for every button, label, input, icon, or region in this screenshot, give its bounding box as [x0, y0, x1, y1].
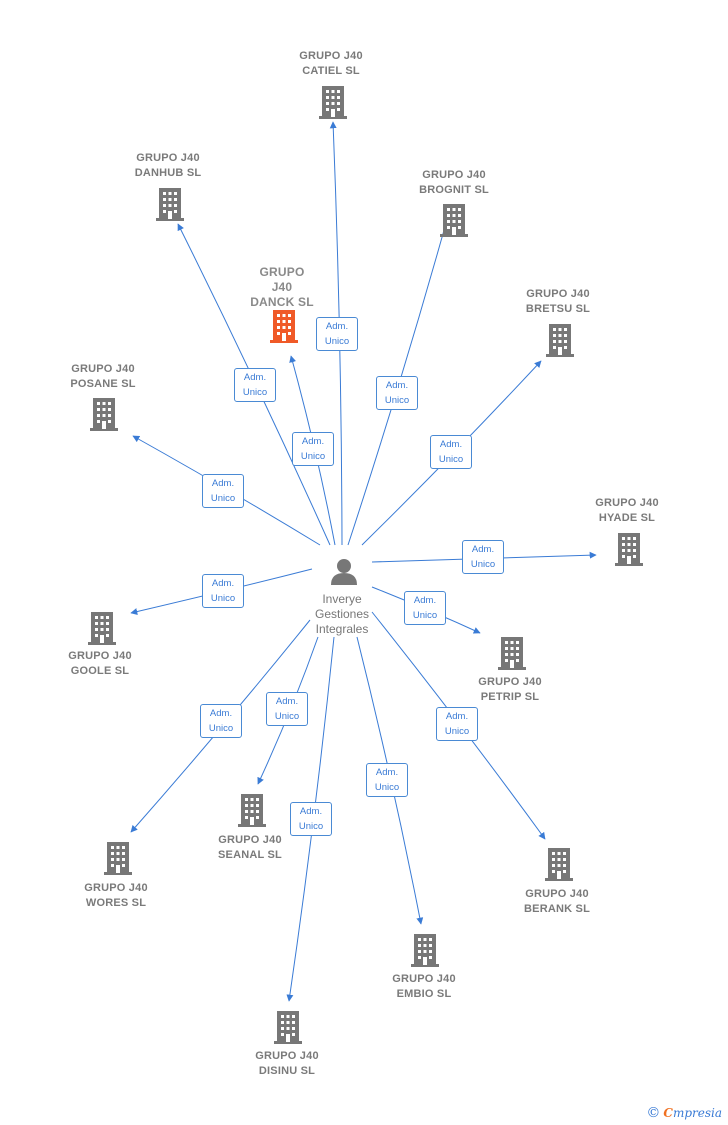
- edge-label-line: Unico: [438, 454, 464, 465]
- building-icon-danck[interactable]: [270, 310, 298, 343]
- edge-label-berank: Adm. Unico: [436, 707, 478, 741]
- center-node-label[interactable]: Inverye Gestiones Integrales: [314, 592, 370, 636]
- edge-label-line: Unico: [444, 726, 470, 737]
- edge-label-line: Adm.: [445, 711, 469, 722]
- edge-label-line: Unico: [210, 493, 236, 504]
- edge-label-embio: Adm. Unico: [366, 763, 408, 797]
- edge-label-line: Adm.: [325, 321, 349, 332]
- edge-label-bretsu: Adm. Unico: [430, 435, 472, 469]
- edge-label-line: Adm.: [471, 544, 495, 555]
- node-label-goole[interactable]: GRUPO J40 GOOLE SL: [68, 650, 132, 677]
- building-icon-seanal[interactable]: [238, 794, 266, 827]
- node-label-danck[interactable]: GRUPO J40 DANCK SL: [250, 265, 314, 309]
- brand-initial: C: [663, 1106, 673, 1120]
- edge-label-catiel: Adm. Unico: [316, 317, 358, 351]
- building-icon-danhub[interactable]: [156, 188, 184, 221]
- building-icon-catiel[interactable]: [319, 86, 347, 119]
- edge-label-line: Unico: [324, 336, 350, 347]
- edge-label-line: Adm.: [385, 380, 409, 391]
- brand-name: mpresia: [672, 1106, 722, 1120]
- edge-label-goole: Adm. Unico: [202, 574, 244, 608]
- watermark: ©Cmpresia: [646, 1105, 722, 1121]
- node-label-danhub[interactable]: GRUPO J40 DANHUB SL: [134, 152, 202, 179]
- node-label-disinu[interactable]: GRUPO J40 DISINU SL: [255, 1050, 319, 1077]
- edge-label-disinu: Adm. Unico: [290, 802, 332, 836]
- node-label-hyade[interactable]: GRUPO J40 HYADE SL: [595, 497, 659, 524]
- edge-label-petrip: Adm. Unico: [404, 591, 446, 625]
- edge-label-line: Adm.: [243, 372, 267, 383]
- node-label-seanal[interactable]: GRUPO J40 SEANAL SL: [218, 834, 282, 861]
- edge-label-line: Unico: [274, 711, 300, 722]
- edge-label-danck: Adm. Unico: [292, 432, 334, 466]
- edge-label-line: Adm.: [301, 436, 325, 447]
- edge-label-seanal: Adm. Unico: [266, 692, 308, 726]
- node-label-berank[interactable]: GRUPO J40 BERANK SL: [524, 888, 590, 915]
- edge-label-danhub: Adm. Unico: [234, 368, 276, 402]
- edge-label-line: Adm.: [211, 478, 235, 489]
- node-label-bretsu[interactable]: GRUPO J40 BRETSU SL: [525, 288, 591, 315]
- building-icon-goole[interactable]: [88, 612, 116, 645]
- edge-label-line: Unico: [208, 723, 234, 734]
- edge-label-line: Unico: [210, 593, 236, 604]
- edge-label-line: Unico: [374, 782, 400, 793]
- edge-label-line: Adm.: [209, 708, 233, 719]
- edge-label-line: Unico: [242, 387, 268, 398]
- edge-label-line: Adm.: [299, 806, 323, 817]
- edge-label-line: Unico: [298, 821, 324, 832]
- edge-label-wores: Adm. Unico: [200, 704, 242, 738]
- edge-label-line: Unico: [300, 451, 326, 462]
- edge-label-brognit: Adm. Unico: [376, 376, 418, 410]
- edge-label-line: Adm.: [375, 767, 399, 778]
- node-label-petrip[interactable]: GRUPO J40 PETRIP SL: [478, 676, 542, 703]
- building-icon-bretsu[interactable]: [546, 324, 574, 357]
- edge-label-hyade: Adm. Unico: [462, 540, 504, 574]
- node-label-wores[interactable]: GRUPO J40 WORES SL: [84, 882, 148, 909]
- building-icon-wores[interactable]: [104, 842, 132, 875]
- edge-label-line: Unico: [470, 559, 496, 570]
- building-icon-brognit[interactable]: [440, 204, 468, 237]
- node-label-embio[interactable]: GRUPO J40 EMBIO SL: [392, 973, 456, 1000]
- building-icon-hyade[interactable]: [615, 533, 643, 566]
- node-label-posane[interactable]: GRUPO J40 POSANE SL: [70, 363, 136, 390]
- building-icon-posane[interactable]: [90, 398, 118, 431]
- building-icon-embio[interactable]: [411, 934, 439, 967]
- building-icon-berank[interactable]: [545, 848, 573, 881]
- edge-label-posane: Adm. Unico: [202, 474, 244, 508]
- node-label-catiel[interactable]: GRUPO J40 CATIEL SL: [299, 50, 363, 77]
- edge-label-line: Adm.: [211, 578, 235, 589]
- building-icon-disinu[interactable]: [274, 1011, 302, 1044]
- edge-label-line: Unico: [384, 395, 410, 406]
- node-label-brognit[interactable]: GRUPO J40 BROGNIT SL: [419, 169, 489, 196]
- copyright-icon: ©: [646, 1105, 661, 1121]
- edge-label-line: Adm.: [413, 595, 437, 606]
- person-icon: [331, 559, 357, 585]
- edge-label-line: Adm.: [439, 439, 463, 450]
- edge-label-line: Unico: [412, 610, 438, 621]
- building-icon-petrip[interactable]: [498, 637, 526, 670]
- edge-label-line: Adm.: [275, 696, 299, 707]
